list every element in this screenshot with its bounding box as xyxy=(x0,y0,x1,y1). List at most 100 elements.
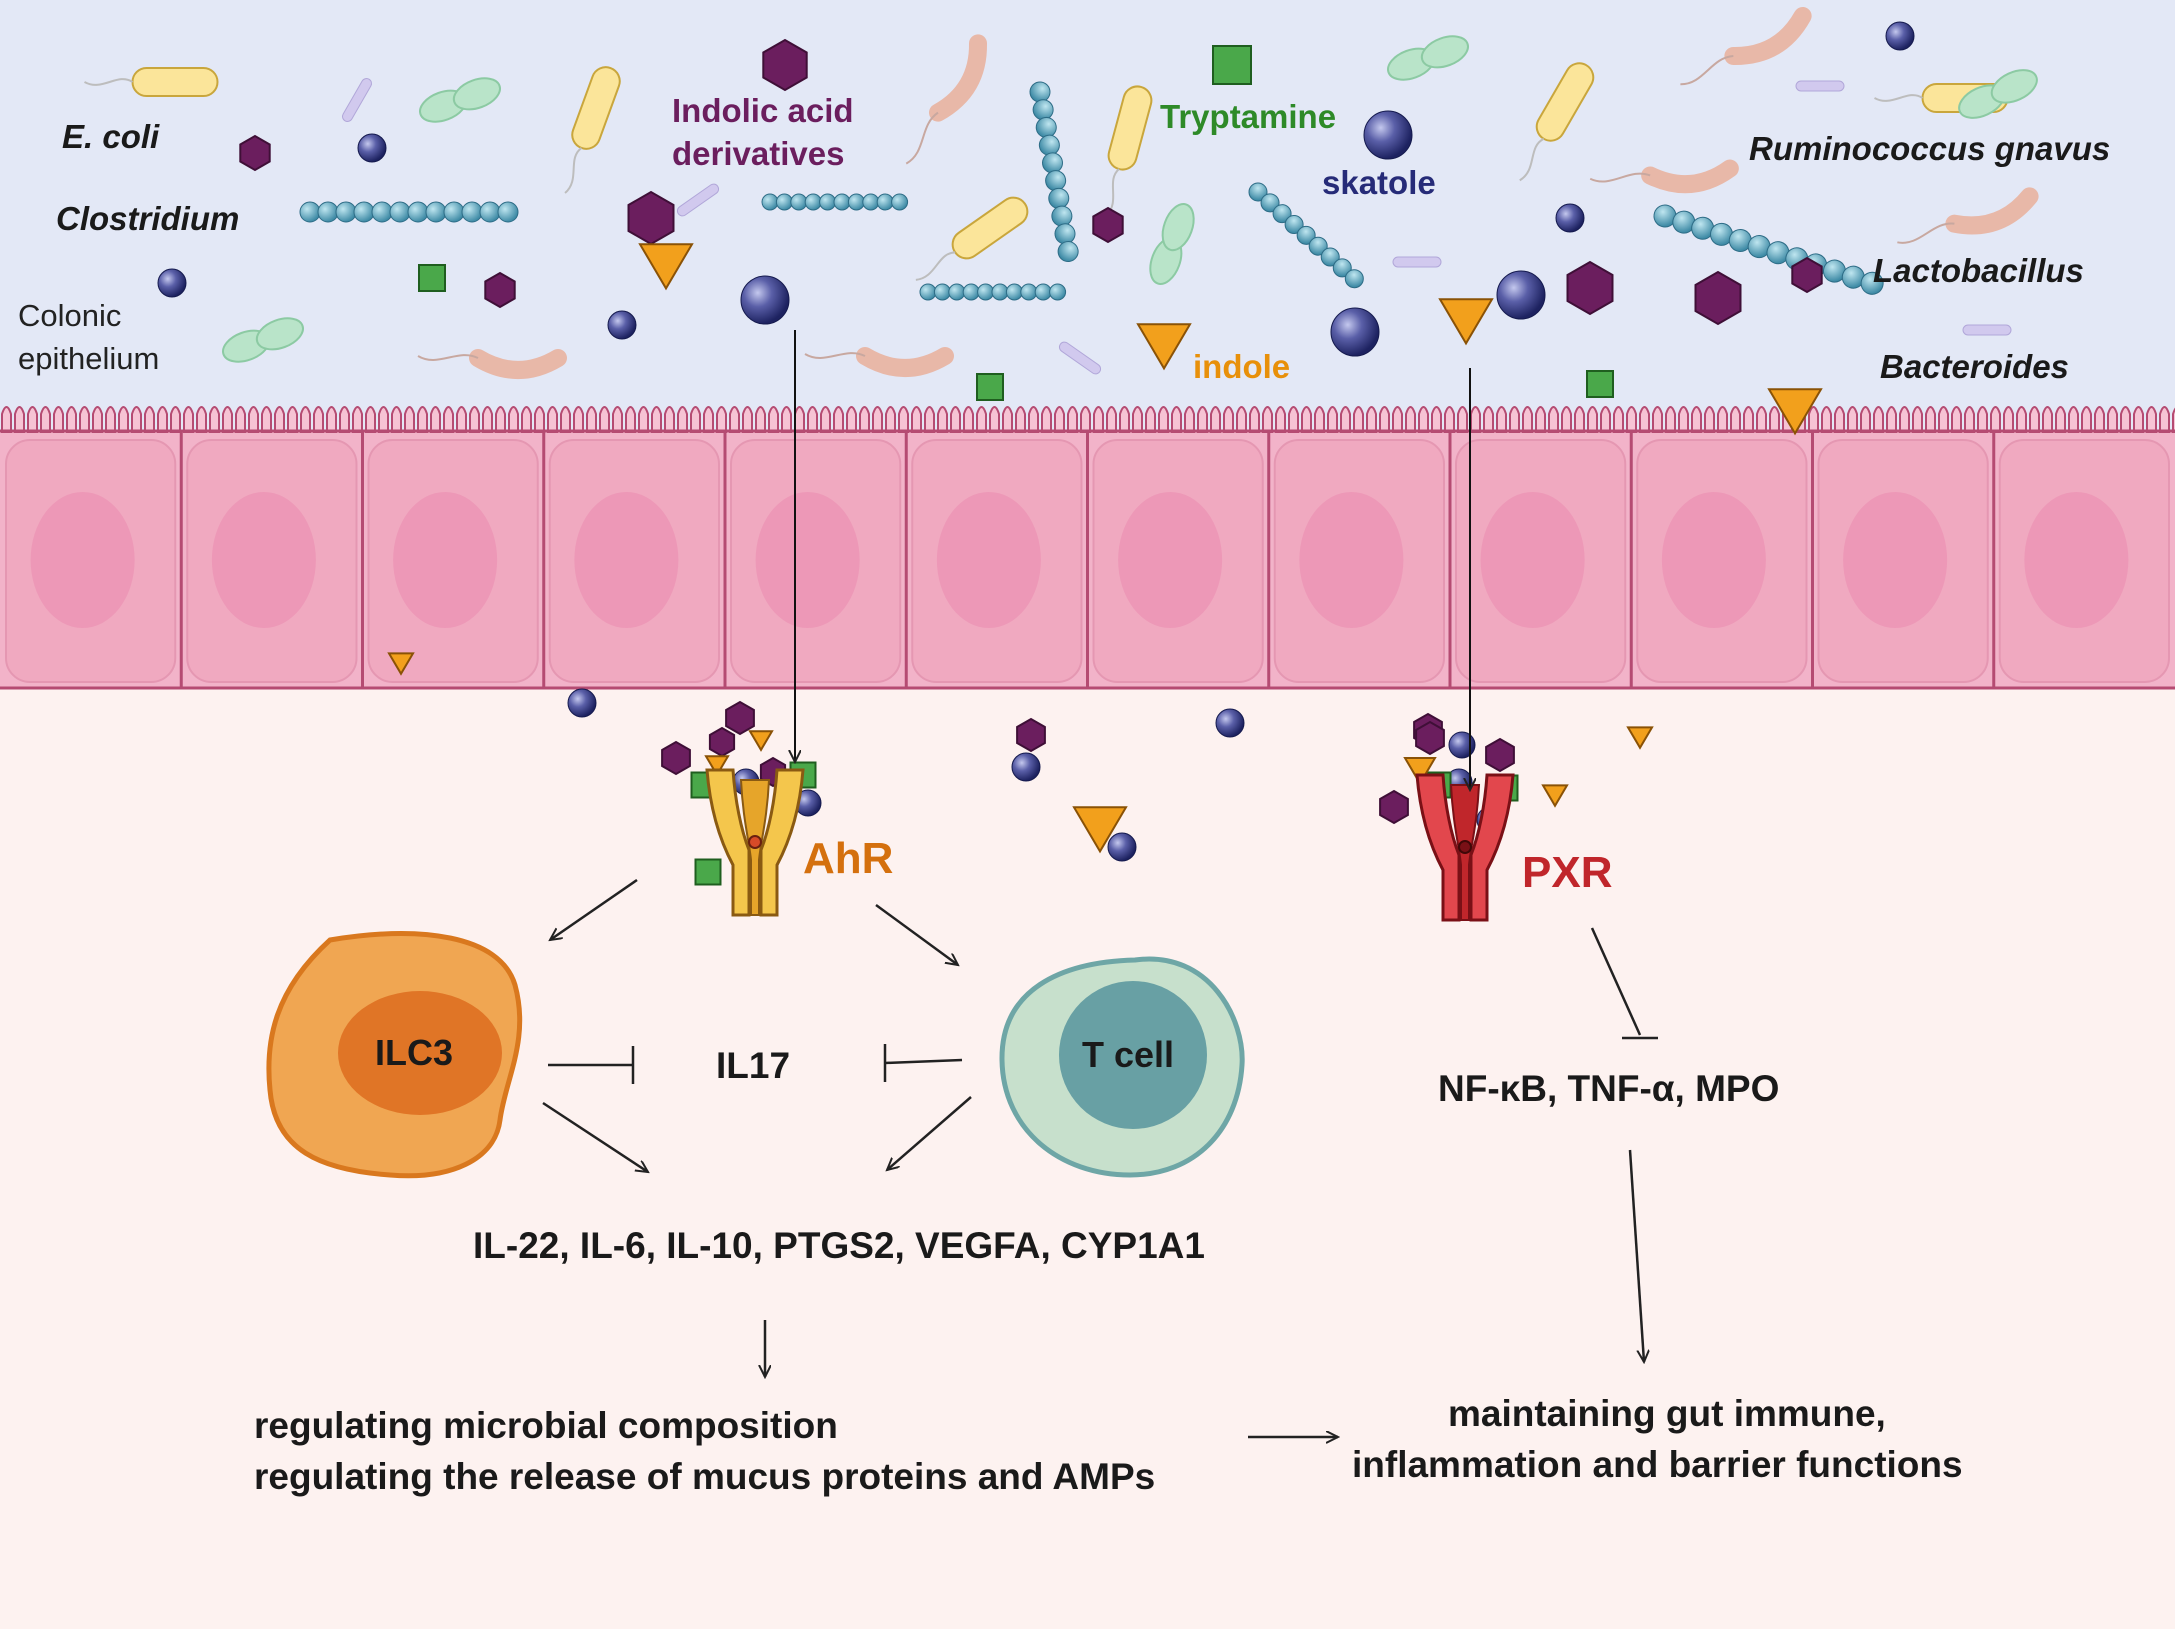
nucleus xyxy=(1480,492,1585,628)
sphere-icon xyxy=(607,310,637,340)
curved-body xyxy=(929,34,988,122)
tail xyxy=(905,111,939,165)
regulating-release-label: regulating the release of mucus proteins… xyxy=(254,1456,1156,1497)
sphere-icon xyxy=(157,268,187,298)
ahr-label: AhR xyxy=(803,834,894,883)
pxr-targets-to-maintenance-arrow xyxy=(1628,1149,1644,1362)
tail xyxy=(1589,172,1651,183)
t-cell-icon xyxy=(999,956,1245,1178)
hexagon-icon xyxy=(762,38,808,92)
metabolites-layer xyxy=(157,21,1915,886)
e-coli-label: E. coli xyxy=(62,118,160,155)
sphere-icon xyxy=(740,275,790,325)
rod-body xyxy=(1962,324,2012,336)
bead xyxy=(919,283,937,301)
sphere-icon xyxy=(1885,21,1915,51)
indolic-acid-label: Indolic acid xyxy=(672,92,854,129)
bead xyxy=(425,201,447,223)
triangle-icon xyxy=(1403,757,1437,786)
skatole-label: skatole xyxy=(1322,164,1436,201)
hexagon-icon xyxy=(1415,720,1445,756)
bacterium-chain-icon xyxy=(299,201,519,223)
hexagon-icon xyxy=(239,134,271,172)
bead xyxy=(407,201,429,223)
cell-half xyxy=(255,317,304,351)
curved-body xyxy=(1945,187,2039,235)
triangle-icon xyxy=(1072,806,1128,854)
hexagon-icon xyxy=(1566,260,1614,316)
tail xyxy=(804,352,866,359)
bacterium-icon xyxy=(564,66,621,194)
bead xyxy=(353,201,375,223)
bead xyxy=(1034,283,1052,301)
flagellum xyxy=(564,147,583,194)
maintaining-label: maintaining gut immune, xyxy=(1448,1393,1886,1434)
curved-body xyxy=(469,349,567,379)
triangle-icon xyxy=(387,652,415,676)
curved-bacterium-icon xyxy=(1897,187,2039,244)
hexagon-icon xyxy=(1379,789,1409,825)
tryptamine-label: Tryptamine xyxy=(1160,98,1337,135)
hexagon-icon xyxy=(1485,737,1515,773)
curved-bacterium-icon xyxy=(417,349,567,379)
bead xyxy=(389,201,411,223)
bead xyxy=(1057,241,1079,263)
bacteroides-label: Bacteroides xyxy=(1880,348,2069,385)
curved-body xyxy=(1641,159,1739,194)
nucleus xyxy=(2024,492,2129,628)
sphere-icon xyxy=(1215,708,1245,738)
ilc3-inhibits-il17 xyxy=(548,1046,635,1084)
nucleus xyxy=(936,492,1041,628)
bead xyxy=(819,193,837,211)
bead xyxy=(479,201,501,223)
ilc3-cell-icon xyxy=(266,931,523,1179)
rod-body xyxy=(1058,341,1102,375)
pxr-inhibits-targets xyxy=(1590,927,1658,1040)
triangle-icon xyxy=(1767,388,1823,436)
hexagon-icon xyxy=(661,740,691,776)
nucleus xyxy=(393,492,498,628)
bacterium-icon xyxy=(84,67,219,97)
sphere-icon xyxy=(1448,731,1476,759)
square-icon xyxy=(418,264,446,292)
hexagon-icon xyxy=(708,726,736,758)
bead xyxy=(977,283,995,301)
curved-bacterium-icon xyxy=(804,347,954,377)
small-rod-icon xyxy=(1795,80,1845,92)
bacterium-body xyxy=(1107,85,1153,171)
bacterium-chain-icon xyxy=(761,193,909,211)
triangle-icon xyxy=(1136,323,1192,371)
bacterium-chain-icon xyxy=(919,283,1067,301)
curved-body xyxy=(856,347,954,377)
ahr-targets-label: IL-22, IL-6, IL-10, PTGS2, VEGFA, CYP1A1 xyxy=(473,1225,1205,1266)
tcell-to-cytokines-arrow xyxy=(887,1096,972,1170)
bead xyxy=(962,283,980,301)
flagellum xyxy=(1874,94,1924,102)
bead xyxy=(443,201,465,223)
cell-half xyxy=(1990,69,2038,104)
diplococcus-icon xyxy=(1387,35,1469,81)
rod-body xyxy=(1795,80,1845,92)
microvilli xyxy=(1,406,2175,433)
bacterium-icon xyxy=(1519,62,1595,182)
bead xyxy=(299,201,321,223)
diplococcus-icon xyxy=(222,317,304,363)
sphere-icon xyxy=(1330,307,1380,357)
bacterium-chain-icon xyxy=(1653,204,1884,295)
square-icon xyxy=(694,858,722,886)
small-rod-icon xyxy=(676,183,720,217)
square-icon xyxy=(1212,45,1252,85)
bead xyxy=(1020,283,1038,301)
bead xyxy=(497,201,519,223)
flagellum xyxy=(1519,137,1545,182)
diplococcus-icon xyxy=(1149,203,1195,285)
bead xyxy=(1860,271,1884,295)
curved-bacterium-icon xyxy=(905,34,988,165)
nucleus xyxy=(1299,492,1404,628)
ahr-receptor-icon xyxy=(705,768,805,917)
ilc3-to-cytokines-arrow xyxy=(542,1101,648,1172)
nucleus xyxy=(574,492,679,628)
nucleus xyxy=(755,492,860,628)
